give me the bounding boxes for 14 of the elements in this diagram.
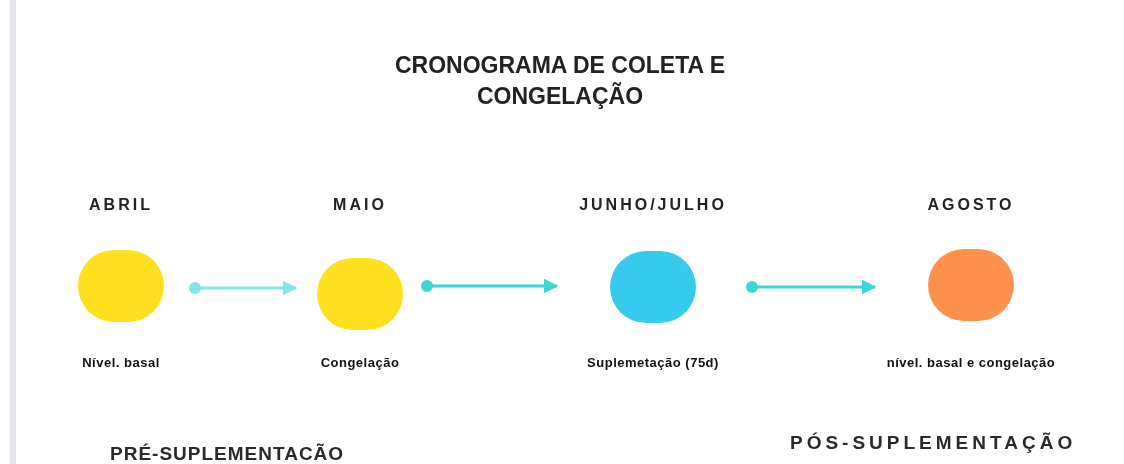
phase-label: PRÉ-SUPLEMENTACÃO (110, 443, 345, 464)
stage-description: nível. basal e congelação (886, 354, 1056, 372)
arrow (746, 279, 877, 295)
month-label: JUNHO/JULHO (579, 195, 727, 215)
month-label: ABRIL (89, 195, 153, 215)
month-label: AGOSTO (927, 195, 1015, 215)
arrow (189, 280, 298, 296)
stage-description: Suplemetação (75d) (586, 354, 720, 372)
month-label: MAIO (333, 195, 387, 215)
title: CRONOGRAMA DE COLETA E CONGELAÇÃO (393, 51, 727, 111)
phase-label: PÓS-SUPLEMENTAÇÃO (790, 432, 1077, 454)
stage-description: Congelação (319, 354, 401, 372)
arrow (421, 278, 559, 294)
stage-description: Nível. basal (81, 354, 161, 372)
